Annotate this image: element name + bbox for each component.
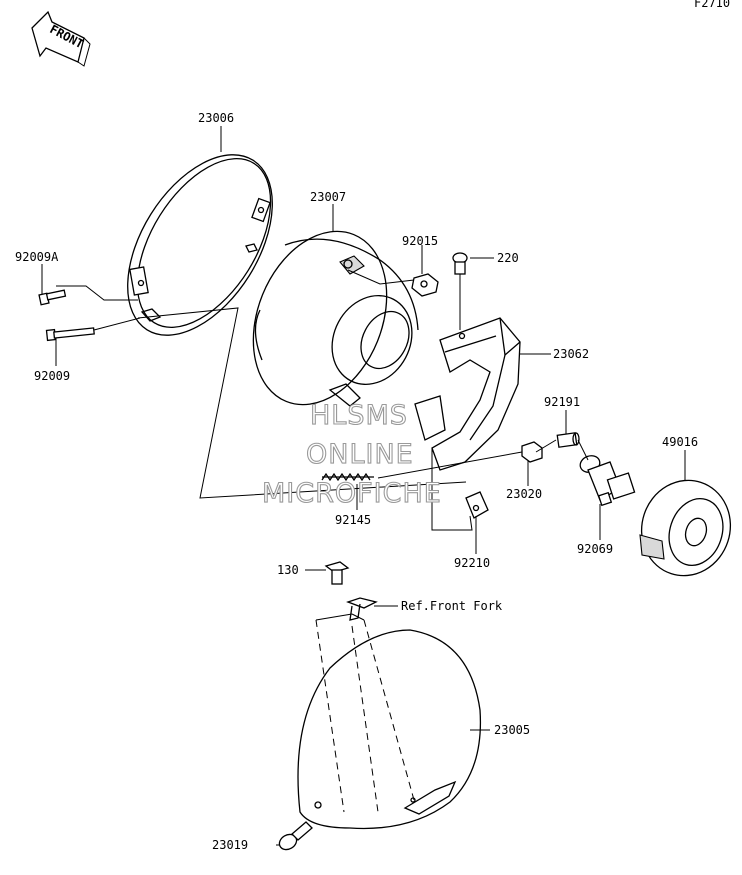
watermark-line-2: ONLINE (306, 439, 414, 470)
spring-92145-part[interactable] (321, 472, 374, 482)
headlight-rim-part[interactable] (98, 129, 302, 360)
watermark-line-1: HLSMS (310, 400, 408, 431)
bracket-23062-part[interactable] (414, 317, 521, 471)
figure-code: F2710 (694, 0, 730, 10)
dust-cover-49016-part[interactable] (629, 469, 742, 587)
label-23005: 23005 (494, 723, 530, 737)
label-220: 220 (497, 251, 519, 265)
label-92210: 92210 (454, 556, 490, 570)
label-92009: 92009 (34, 369, 70, 383)
screw-220-part[interactable] (452, 252, 468, 275)
watermark-line-3: MICROFICHE (262, 478, 442, 509)
bolt-92009-part[interactable] (45, 327, 95, 342)
plate-92210-part[interactable] (465, 491, 489, 519)
alignment-lines (315, 613, 415, 813)
screw-23019-part[interactable] (277, 821, 313, 853)
label-leaders (41, 126, 686, 846)
part-labels: 23006 23007 92015 220 92009A 92009 23062… (15, 111, 698, 852)
label-92009a: 92009A (15, 250, 59, 264)
bolt-130-part[interactable] (324, 561, 350, 585)
nut-92015-part[interactable] (411, 273, 439, 297)
label-92069: 92069 (577, 542, 613, 556)
front-arrow-icon: FRONT (31, 10, 91, 67)
headlight-housing-23005-part[interactable] (297, 629, 482, 830)
front-fork-bracket (346, 597, 378, 621)
holder-23020-part[interactable] (521, 441, 543, 463)
bulb-92069-part[interactable] (578, 453, 636, 507)
assembly-lines (56, 269, 589, 531)
label-92145: 92145 (335, 513, 371, 527)
label-130: 130 (277, 563, 299, 577)
label-ref-front-fork: Ref.Front Fork (401, 599, 503, 613)
sleeve-92191-part[interactable] (556, 432, 580, 448)
label-23019: 23019 (212, 838, 248, 852)
label-92015: 92015 (402, 234, 438, 248)
bolt-92009a-part[interactable] (38, 289, 67, 306)
headlight-body-part[interactable] (229, 211, 427, 424)
label-23020: 23020 (506, 487, 542, 501)
label-23006: 23006 (198, 111, 234, 125)
label-92191: 92191 (544, 395, 580, 409)
label-49016: 49016 (662, 435, 698, 449)
watermark: HLSMS ONLINE MICROFICHE (261, 399, 442, 509)
label-23062: 23062 (553, 347, 589, 361)
label-23007: 23007 (310, 190, 346, 204)
